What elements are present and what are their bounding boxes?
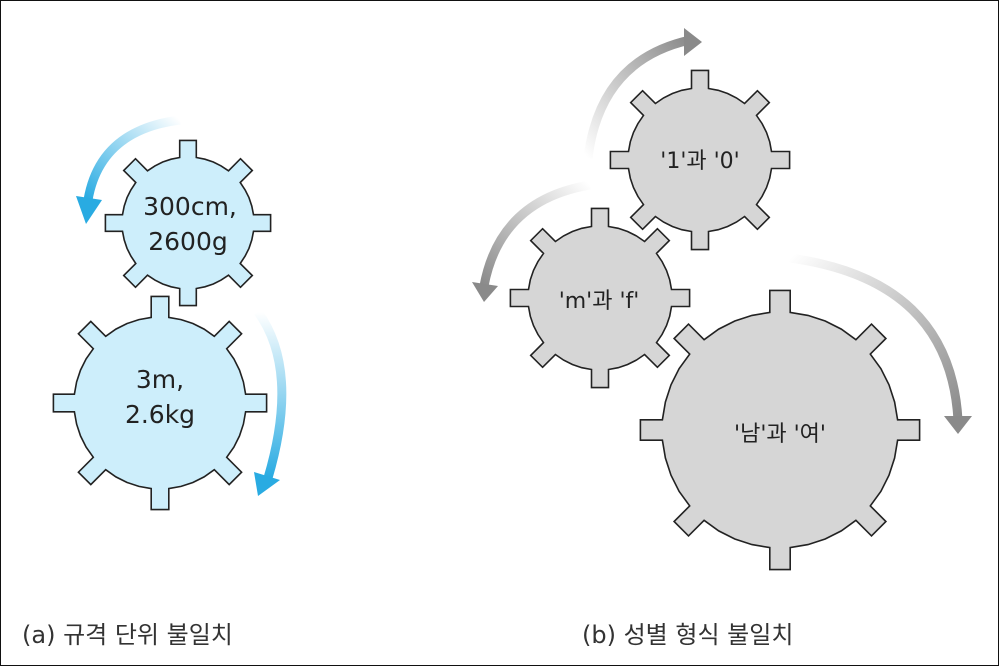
rotation-arrow-b-middle — [472, 180, 591, 302]
caption-b: (b) 성별 형식 불일치 — [582, 621, 793, 649]
gear-a-small-line1: 300cm, — [143, 192, 237, 221]
gear-b-top-label: '1'과 '0' — [660, 149, 739, 174]
rotation-arrow-b-top — [583, 28, 702, 159]
rotation-arrow-a-small — [76, 115, 181, 224]
gear-b-middle: 'm'과 'f' — [509, 207, 691, 389]
rotation-arrow-b-right — [789, 253, 972, 434]
rotation-arrow-a-large — [254, 309, 287, 496]
gear-a-small-line2: 2600g — [148, 227, 228, 256]
gear-b-large-label: '남'과 '여' — [734, 422, 826, 447]
gear-a-large-line1: 3m, — [136, 365, 184, 394]
gear-a-large: 3m, 2.6kg — [52, 295, 268, 511]
gear-b-middle-label: 'm'과 'f' — [559, 289, 640, 314]
caption-a: (a) 규격 단위 불일치 — [22, 621, 233, 649]
gear-b-top: '1'과 '0' — [609, 69, 791, 251]
gear-a-small: 300cm, 2600g — [104, 139, 272, 307]
gear-b-large: '남'과 '여' — [639, 289, 921, 571]
gear-a-large-line2: 2.6kg — [125, 400, 195, 429]
